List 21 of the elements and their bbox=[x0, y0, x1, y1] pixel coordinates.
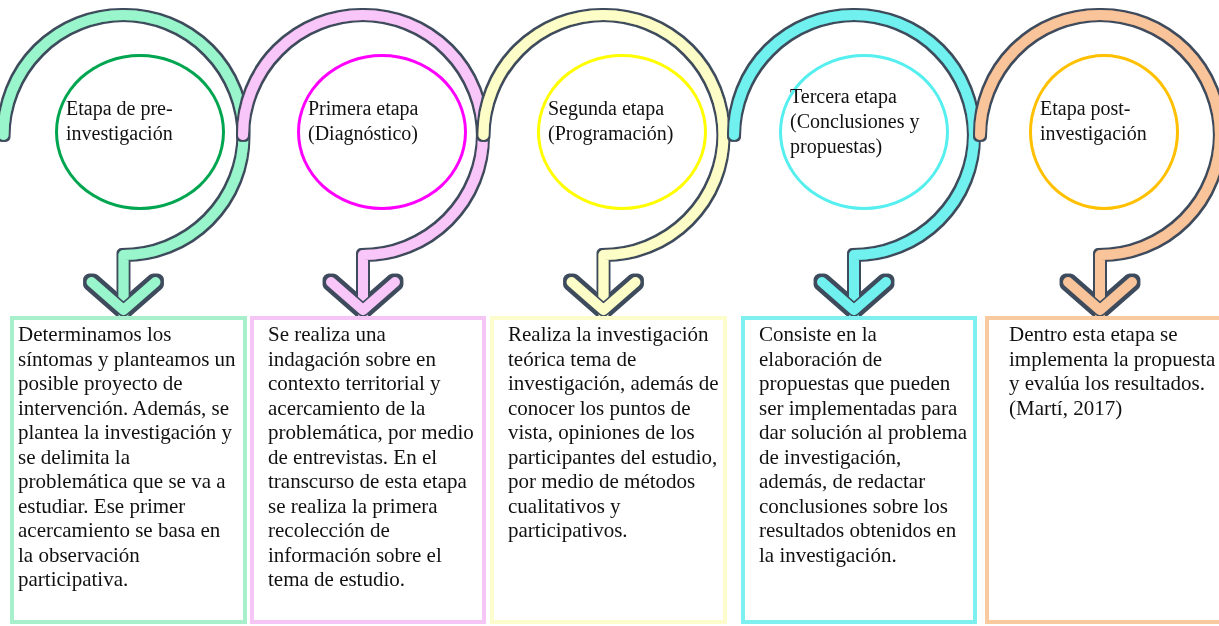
curved-arrow bbox=[238, 10, 488, 319]
description-box bbox=[985, 316, 1219, 624]
description-box bbox=[490, 316, 727, 624]
description-box bbox=[10, 316, 247, 624]
stage-title: Etapa post-investigación bbox=[1040, 96, 1148, 146]
curved-arrow bbox=[478, 10, 729, 319]
description-text: Se realiza una indagación sobre en contexto territorial y acercamiento de la problemática, por medio de entrevistas. En el transcurso de esta etapa se realiza la primera recolección de información sobre el tema de estudio. bbox=[268, 322, 475, 592]
curved-arrow bbox=[729, 10, 979, 319]
description-box bbox=[250, 316, 486, 624]
curved-arrow bbox=[975, 10, 1219, 319]
stage-title: Primera etapa (Diagnóstico) bbox=[308, 96, 420, 146]
description-box bbox=[741, 316, 977, 624]
description-text: Dentro esta etapa se implementa la propuesta y evalúa los resultados. bbox=[1009, 322, 1217, 396]
stage-title: Segunda etapa (Programación) bbox=[548, 96, 675, 146]
description-text: Determinamos los síntomas y planteamos un posible proyecto de intervención. Además, se plantea la investigación y se delimita la problemática que se va a estudiar. Ese primer acercamiento se basa en la observación participativa. bbox=[18, 322, 237, 592]
description-text: Realiza la investigación teórica tema de investigación, además de conocer los puntos de vista, opiniones de los participantes del estudio, por medio de métodos cualitativos y participativos. bbox=[508, 322, 720, 543]
curved-arrow bbox=[0, 10, 249, 319]
description-text: (Martí, 2017) bbox=[1009, 395, 1124, 420]
stage-title: Tercera etapa (Conclusiones y propuestas) bbox=[790, 83, 921, 159]
description-text: Consiste en la elaboración de propuestas que pueden ser implementadas para dar solución al problema de investigación, además, de redactar conclusiones sobre los resultados obtenidos en la investigación. bbox=[759, 322, 969, 567]
stage-title: Etapa de pre-investigación bbox=[66, 96, 174, 146]
